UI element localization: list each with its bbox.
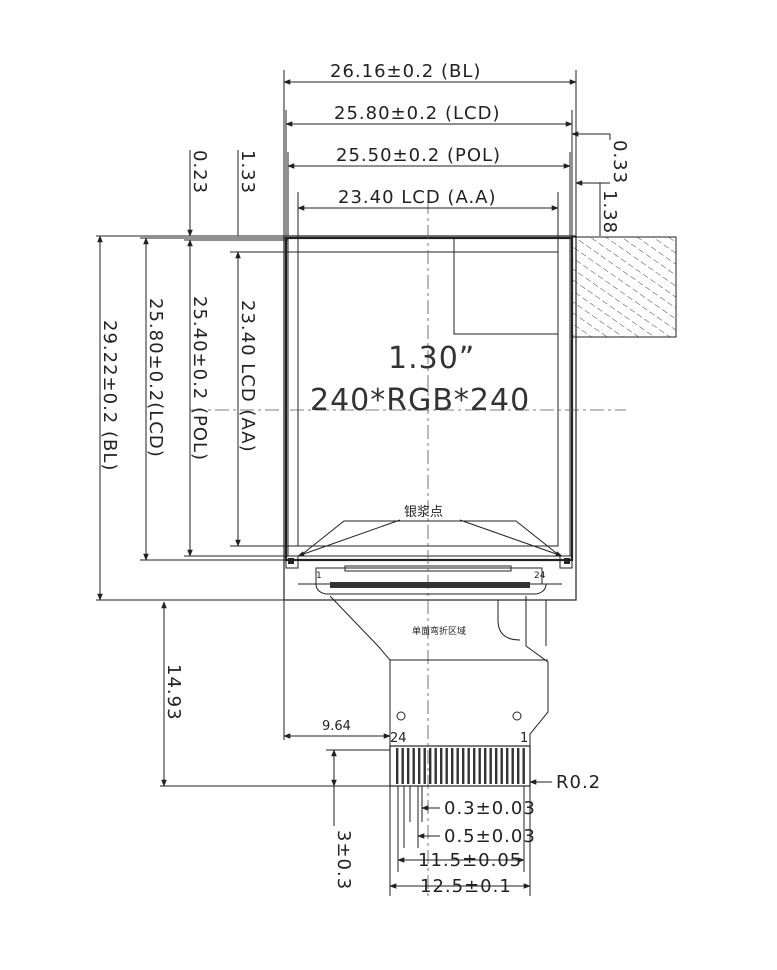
radius-label: R0.2	[556, 772, 601, 793]
bend-area-label: 单面弯折区域	[412, 625, 466, 637]
connector-outline	[389, 745, 531, 787]
panel-resolution: 240*RGB*240	[310, 383, 530, 418]
connector-pin	[462, 748, 465, 784]
connector-pin	[473, 748, 476, 784]
connector-pin	[440, 748, 443, 784]
dim-pol-width: 25.50±0.2 (POL)	[336, 145, 501, 166]
pin-width-label: 0.5±0.03	[444, 826, 536, 847]
small-pin-24: 24	[534, 571, 546, 581]
connector-pin	[429, 748, 432, 784]
center-lines	[190, 200, 626, 900]
pin-strip	[330, 582, 530, 588]
fpc-body	[283, 595, 549, 746]
dim-bl-width: 26.16±0.2 (BL)	[330, 61, 481, 82]
small-pin-1: 1	[316, 571, 322, 581]
connector-pin	[522, 748, 525, 784]
fpc-offset: 9.64	[322, 719, 351, 734]
dim-aa-width: 23.40 LCD (A.A)	[338, 187, 497, 208]
offset-138: 1.38	[599, 190, 620, 234]
tail-width-label: 12.5±0.1	[420, 876, 512, 897]
connector-pin	[423, 748, 426, 784]
connector-pin	[500, 748, 503, 784]
connector-pin	[418, 748, 421, 784]
connector-pin	[396, 748, 399, 784]
corner-pad-right	[564, 558, 570, 564]
tail-length-label: 3±0.3	[333, 830, 354, 890]
connector-pin	[407, 748, 410, 784]
connector-pin	[451, 748, 454, 784]
fpc-length: 14.93	[163, 664, 184, 721]
connector-pins	[396, 748, 525, 784]
offset-133: 1.33	[237, 150, 258, 194]
dimension-lines	[96, 70, 611, 896]
connector-pin	[517, 748, 520, 784]
connector-pin	[478, 748, 481, 784]
connector-pin	[445, 748, 448, 784]
pin-1-label: 1	[520, 731, 528, 746]
pin-24-label: 24	[390, 731, 407, 746]
top-right-block	[453, 237, 559, 335]
connector-pin	[495, 748, 498, 784]
corner-pad-left	[288, 558, 294, 564]
dim-lcd-height: 25.80±0.2(LCD)	[145, 298, 166, 458]
connector-pin	[506, 748, 509, 784]
connector-pin	[401, 748, 404, 784]
offset-023: 0.23	[189, 150, 210, 194]
panel-size: 1.30”	[388, 341, 475, 376]
connector-pin	[511, 748, 514, 784]
hatched-tab	[571, 236, 677, 338]
polarizer-outline	[287, 237, 571, 557]
offset-033: 0.33	[609, 140, 630, 184]
silver-dot-label: 银浆点	[404, 505, 443, 520]
backlight-outline	[283, 235, 577, 601]
pin-span-label: 11.5±0.05	[418, 850, 522, 871]
dim-aa-height: 23.40 LCD (AA)	[237, 300, 258, 453]
connector-pin	[456, 748, 459, 784]
dim-bl-height: 29.22±0.2 (BL)	[99, 320, 120, 471]
connector-pin	[412, 748, 415, 784]
connector-pin	[484, 748, 487, 784]
pitch-label: 0.3±0.03	[444, 798, 536, 819]
dim-pol-height: 25.40±0.2 (POL)	[189, 296, 210, 461]
dim-lcd-width: 25.80±0.2 (LCD)	[334, 103, 500, 124]
connector-pin	[489, 748, 492, 784]
connector-pin	[467, 748, 470, 784]
connector-pin	[434, 748, 437, 784]
